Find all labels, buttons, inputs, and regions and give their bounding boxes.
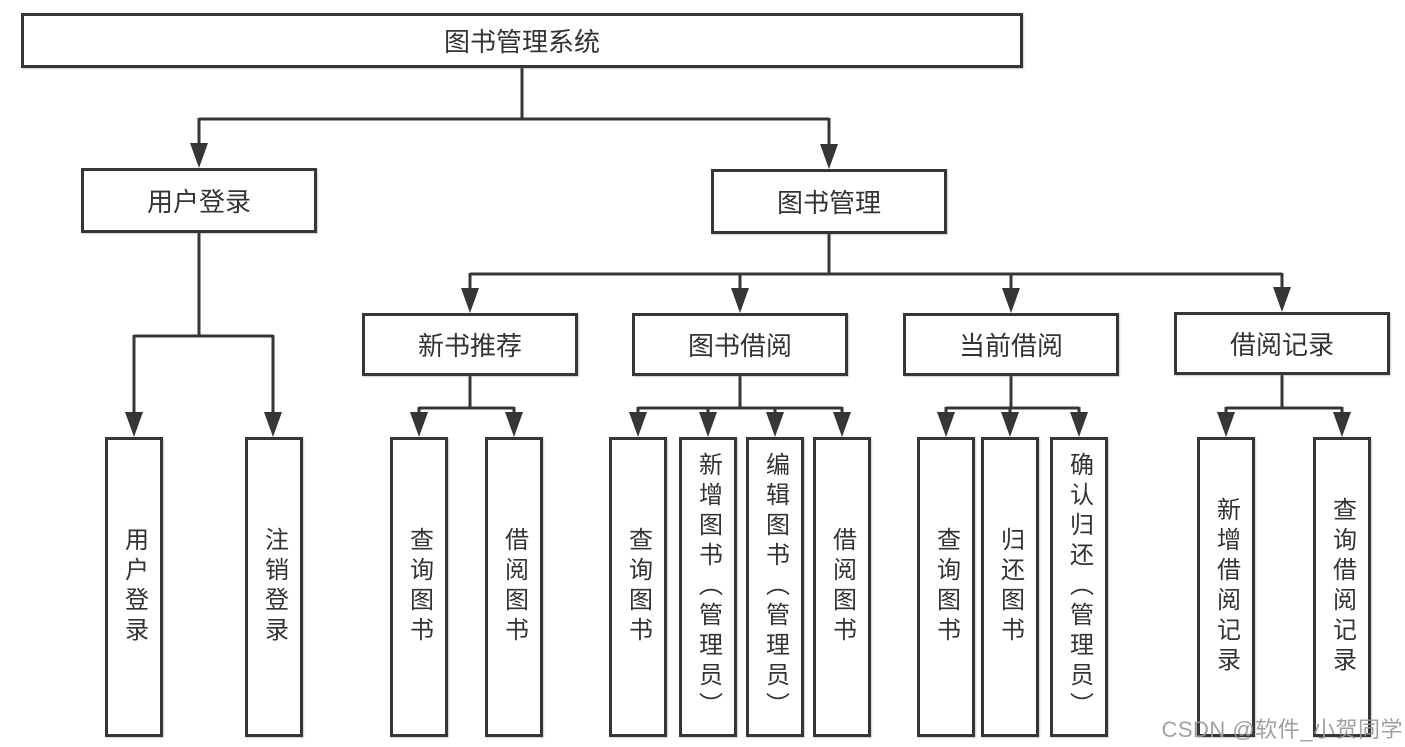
- node-leaf-borrow-book-recommend: 借阅图书: [485, 437, 543, 737]
- node-book-management: 图书管理: [711, 169, 947, 234]
- arrowhead: [410, 412, 428, 437]
- node-borrowing-records: 借阅记录: [1174, 312, 1390, 375]
- node-leaf-logout: 注销登录: [245, 437, 303, 737]
- edge-book-mgmt-split: [468, 234, 1284, 295]
- node-new-book-recommend: 新书推荐: [362, 313, 578, 376]
- edge-records-split: [1224, 375, 1344, 419]
- arrowhead: [699, 412, 717, 437]
- arrowheads: [125, 143, 1351, 437]
- node-leaf-query-book-borrow: 查询图书: [609, 437, 667, 737]
- arrowhead: [461, 288, 479, 313]
- arrowhead: [937, 412, 955, 437]
- node-leaf-edit-book-admin: 编辑图书（管理员）: [746, 437, 804, 737]
- arrowhead: [629, 412, 647, 437]
- edge-book-borrow-split: [636, 376, 844, 419]
- node-current-borrowing: 当前借阅: [903, 313, 1119, 376]
- node-book-borrowing: 图书借阅: [632, 313, 848, 376]
- node-library-system: 图书管理系统: [21, 13, 1023, 68]
- node-leaf-return-book: 归还图书: [981, 437, 1039, 737]
- node-leaf-user-login: 用户登录: [105, 437, 163, 737]
- node-leaf-query-book-current: 查询图书: [917, 437, 975, 737]
- arrowhead: [731, 288, 749, 313]
- arrowhead: [264, 412, 282, 437]
- arrowhead: [1070, 412, 1088, 437]
- arrowhead: [766, 412, 784, 437]
- arrowhead: [505, 412, 523, 437]
- arrowhead: [1001, 412, 1019, 437]
- edge-new-book-split: [417, 376, 516, 419]
- node-user-login: 用户登录: [81, 168, 317, 233]
- node-leaf-add-book-admin: 新增图书（管理员）: [679, 437, 737, 737]
- arrowhead: [1217, 412, 1235, 437]
- csdn-watermark: CSDN @软件_小贺同学: [1161, 717, 1403, 742]
- node-leaf-confirm-return-admin: 确认归还（管理员）: [1050, 437, 1108, 737]
- edge-user-login-split: [132, 233, 275, 419]
- arrowhead: [1002, 288, 1020, 313]
- node-leaf-borrow-book: 借阅图书: [813, 437, 871, 737]
- arrowhead: [833, 412, 851, 437]
- arrowhead: [820, 144, 838, 169]
- node-leaf-add-borrow-record: 新增借阅记录: [1197, 437, 1255, 737]
- node-leaf-query-borrow-record: 查询借阅记录: [1313, 437, 1371, 737]
- arrowhead: [1333, 412, 1351, 437]
- arrowhead: [190, 143, 208, 168]
- node-leaf-query-book-recommend: 查询图书: [390, 437, 448, 737]
- edge-root-to-level2: [197, 68, 831, 151]
- arrowhead: [1273, 287, 1291, 312]
- arrowhead: [125, 412, 143, 437]
